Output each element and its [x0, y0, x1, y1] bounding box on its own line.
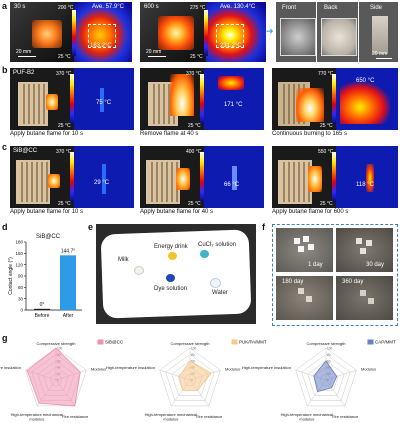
y-tick-label: 120	[15, 262, 23, 267]
caption-c3: Apply butane flame for 600 s	[272, 209, 349, 215]
legend-label: SiB@CC	[105, 340, 124, 345]
colorbar	[332, 152, 336, 202]
radar-axis-label: Fire resistance	[196, 414, 223, 419]
panel-b-image-10s: PUF-B2 370 °C 25 °C 75 °C	[10, 68, 134, 130]
bar	[34, 308, 50, 310]
caption-c2: Apply butane flame for 40 s	[140, 209, 214, 215]
panel-c-image-600s: 550 °C 25 °C 118 °C	[272, 146, 398, 208]
contact-angle-bar-chart: Contact angle (°) SiB@CC 0 30 60 90 120 150 18…	[8, 234, 82, 319]
panel-a-image-600s: 600 s Ave. 130.4°C 275 °C 25 °C 231.2°C …	[140, 2, 266, 62]
colorbar	[72, 10, 76, 56]
radar-axis-label: Modulus	[361, 366, 376, 371]
radar-grid-ring	[307, 360, 345, 396]
panel-b-image-165s: 770 °C 25 °C 650 °C	[272, 68, 398, 130]
radar-grid-ring	[159, 347, 221, 407]
panel-f-label: f	[262, 222, 265, 232]
caption-c1: Apply butane flame for 10 s	[10, 209, 84, 215]
panel-c-image-10s: SiB@CC 370 °C 25 °C 29 °C	[10, 146, 134, 208]
panel-f-day-1: 1 day	[276, 228, 333, 272]
radar-series-area	[313, 360, 338, 393]
colorbar	[204, 10, 208, 56]
radar-axis-label: High-temperature insulation	[106, 365, 155, 370]
radar-tick-label: 100	[191, 347, 197, 351]
radar-tick-label: 80	[191, 353, 195, 357]
panel-b-label: b	[2, 65, 8, 75]
y-tick-label: 90	[18, 274, 24, 279]
radar-axis-label: Fire resistance	[332, 414, 359, 419]
panel-f-day-360: 360 day	[336, 276, 393, 320]
radar-grid-ring	[301, 354, 351, 401]
thermal-inset	[74, 2, 132, 62]
legend-swatch	[97, 339, 104, 345]
caption-b1: Apply butane flame for 10 s	[10, 131, 84, 137]
radar-axis-label: High-temperature insulation	[0, 365, 21, 370]
arrow-icon: ➜	[266, 26, 274, 36]
radar-tick-label: 60	[327, 359, 331, 363]
radar-tick-label: 60	[191, 359, 195, 363]
panel-c-label: c	[2, 142, 8, 152]
y-tick-label: 60	[18, 285, 24, 290]
chart-title: SiB@CC	[36, 234, 61, 240]
radar-chart: 020406080100Compressive strengthModulusF…	[242, 339, 396, 422]
radar-tick-label: 80	[327, 353, 331, 357]
panel-d-label: d	[2, 222, 8, 232]
panel-e-droplet-photo: Milk Energy drink CuCl₂ solution Dye sol…	[96, 224, 256, 324]
panel-g-label: g	[2, 333, 8, 343]
panel-f-day-30: 30 day	[336, 228, 393, 272]
radar-axis-label: Fire resistance	[62, 414, 89, 419]
radar-tick-label: 100	[327, 347, 333, 351]
bar-value-label: 0°	[40, 302, 45, 308]
colorbar	[332, 74, 336, 124]
colorbar	[200, 74, 204, 124]
caption-b3: Continuous burning to 165 s	[272, 131, 348, 137]
y-tick-label: 30	[18, 296, 24, 301]
y-tick-label: 180	[15, 240, 23, 245]
chart-ylabel: Contact angle (°)	[8, 257, 14, 295]
colorbar	[70, 74, 74, 124]
radar-grid-ring	[25, 347, 87, 407]
legend-swatch	[367, 339, 374, 345]
y-tick-label: 150	[15, 251, 23, 256]
radar-axis-label: Modulus	[91, 366, 106, 371]
radar-axis-label: High-temperature insulation	[242, 365, 291, 370]
panel-a-views: Front Back Side 20 mm	[276, 2, 398, 62]
y-tick-label: 0	[20, 308, 23, 313]
panel-e-label: e	[88, 222, 94, 232]
legend-swatch	[231, 339, 238, 345]
legend-label: PUK/PA/MMT	[239, 340, 267, 345]
panel-a-image-30s: 30 s Ave. 57.9°C 200 °C 25 °C 163.2°C 20…	[10, 2, 132, 62]
panel-a-label: a	[2, 1, 8, 11]
radar-series-area	[26, 347, 81, 407]
x-tick-label: After	[63, 313, 74, 319]
bar	[60, 255, 76, 310]
legend-label: CAP/MMT	[375, 340, 396, 345]
panel-c-image-40s: 400 °C 25 °C 66 °C	[140, 146, 264, 208]
radar-axis-label: Compressive strength	[307, 341, 346, 346]
panel-f-day-180: 180 day	[276, 276, 333, 320]
radar-grid-ring	[165, 354, 215, 401]
radar-tick-label: 100	[57, 347, 63, 351]
colorbar	[200, 152, 204, 202]
radar-series-area	[178, 360, 212, 391]
radar-axis-label: Compressive strength	[37, 341, 76, 346]
colorbar	[70, 152, 74, 202]
radar-axis-label: Modulus	[225, 366, 240, 371]
performance-radar-charts: 020406080100Compressive strengthModulusF…	[0, 339, 396, 422]
panel-b-image-40s: 370 °C 25 °C 171 °C	[140, 68, 264, 130]
radar-grid-ring	[295, 347, 357, 407]
radar-axis-label: Compressive strength	[171, 341, 210, 346]
radar-chart: 020406080100Compressive strengthModulusF…	[0, 339, 124, 422]
caption-b2: Remove flame at 40 s	[140, 131, 199, 137]
radar-chart: 020406080100Compressive strengthModulusF…	[106, 339, 267, 422]
panel-f-frame	[272, 224, 398, 326]
bar-value-label: 144.7°	[61, 248, 76, 254]
x-tick-label: Before	[35, 313, 50, 319]
